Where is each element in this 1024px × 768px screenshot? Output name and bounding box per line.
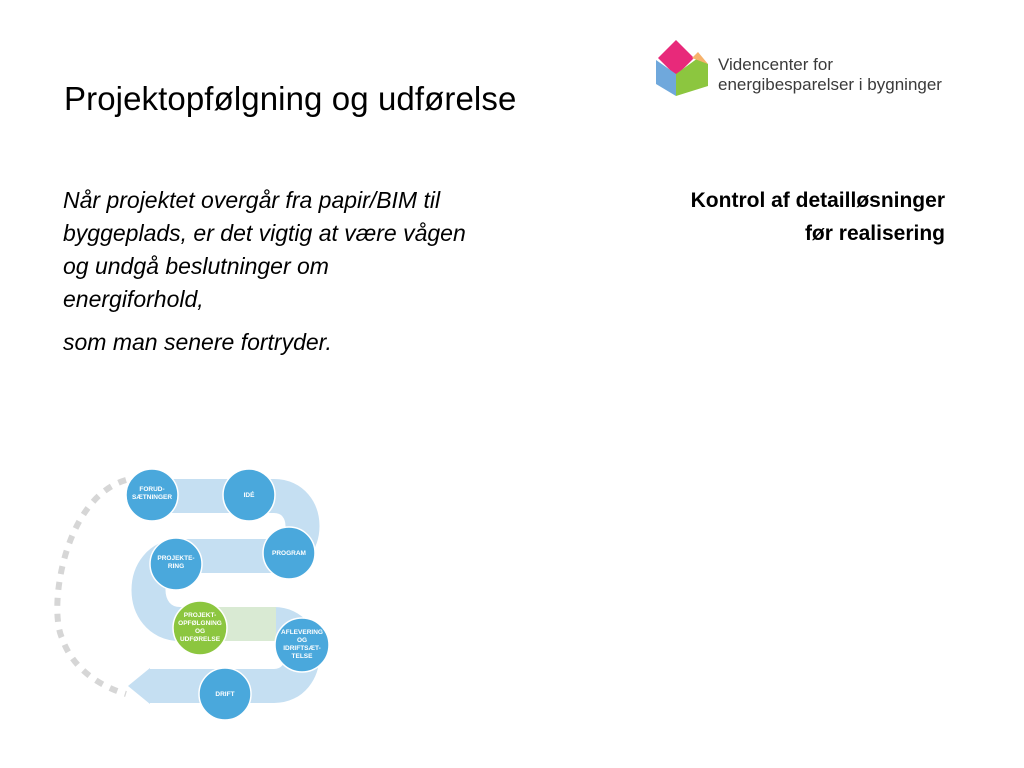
logo-line-1: Videncenter for: [718, 55, 833, 74]
node-opfolgning-line-1: PROJEKT-: [184, 612, 217, 619]
node-forud: FORUD- SÆTNINGER: [125, 468, 179, 522]
side-note-line-1: Kontrol af detailløsninger: [690, 189, 945, 212]
dashed-return-path: [54, 477, 127, 697]
node-projektering: PROJEKTE- RING: [149, 537, 203, 591]
paragraph-1: Når projektet overgår fra papir/BIM til …: [63, 187, 466, 312]
node-aflevering-line-2: OG: [297, 637, 307, 644]
node-forud-line-2: SÆTNINGER: [132, 494, 172, 501]
process-diagram: FORUD- SÆTNINGER IDÉ PROGRAM PROJEKTE- R…: [54, 468, 330, 721]
node-ide-line-1: IDÉ: [244, 490, 256, 499]
node-drift: DRIFT: [198, 667, 252, 721]
node-projektering-line-2: RING: [168, 563, 184, 570]
process-arrow-head: [128, 668, 150, 704]
node-opfolgning-line-2: OPFØLGNING: [178, 620, 222, 627]
page-title: Projektopfølgning og udførelse: [64, 80, 517, 117]
house-logo-icon: [656, 40, 708, 96]
body-text: Når projektet overgår fra papir/BIM til …: [63, 184, 473, 359]
node-forud-line-1: FORUD-: [139, 486, 164, 493]
node-program: PROGRAM: [262, 526, 316, 580]
node-drift-line-1: DRIFT: [215, 691, 234, 698]
paragraph-2: som man senere fortryder.: [63, 329, 332, 355]
node-aflevering-line-4: TELSE: [292, 653, 314, 660]
node-aflevering: AFLEVERING OG IDRIFTSÆT- TELSE: [274, 617, 330, 673]
node-opfolgning: PROJEKT- OPFØLGNING OG UDFØRELSE: [172, 600, 228, 656]
node-opfolgning-line-4: UDFØRELSE: [180, 636, 221, 643]
node-aflevering-line-3: IDRIFTSÆT-: [283, 645, 321, 652]
node-opfolgning-line-3: OG: [195, 628, 205, 635]
node-projektering-line-1: PROJEKTE-: [157, 555, 194, 562]
node-aflevering-line-1: AFLEVERING: [281, 629, 323, 636]
side-note: Kontrol af detailløsninger før realiseri…: [691, 184, 945, 250]
logo-line-2: energibesparelser i bygninger: [718, 75, 942, 94]
side-note-line-2: før realisering: [804, 222, 945, 245]
node-program-line-1: PROGRAM: [272, 550, 306, 557]
node-ide: IDÉ: [222, 468, 276, 522]
